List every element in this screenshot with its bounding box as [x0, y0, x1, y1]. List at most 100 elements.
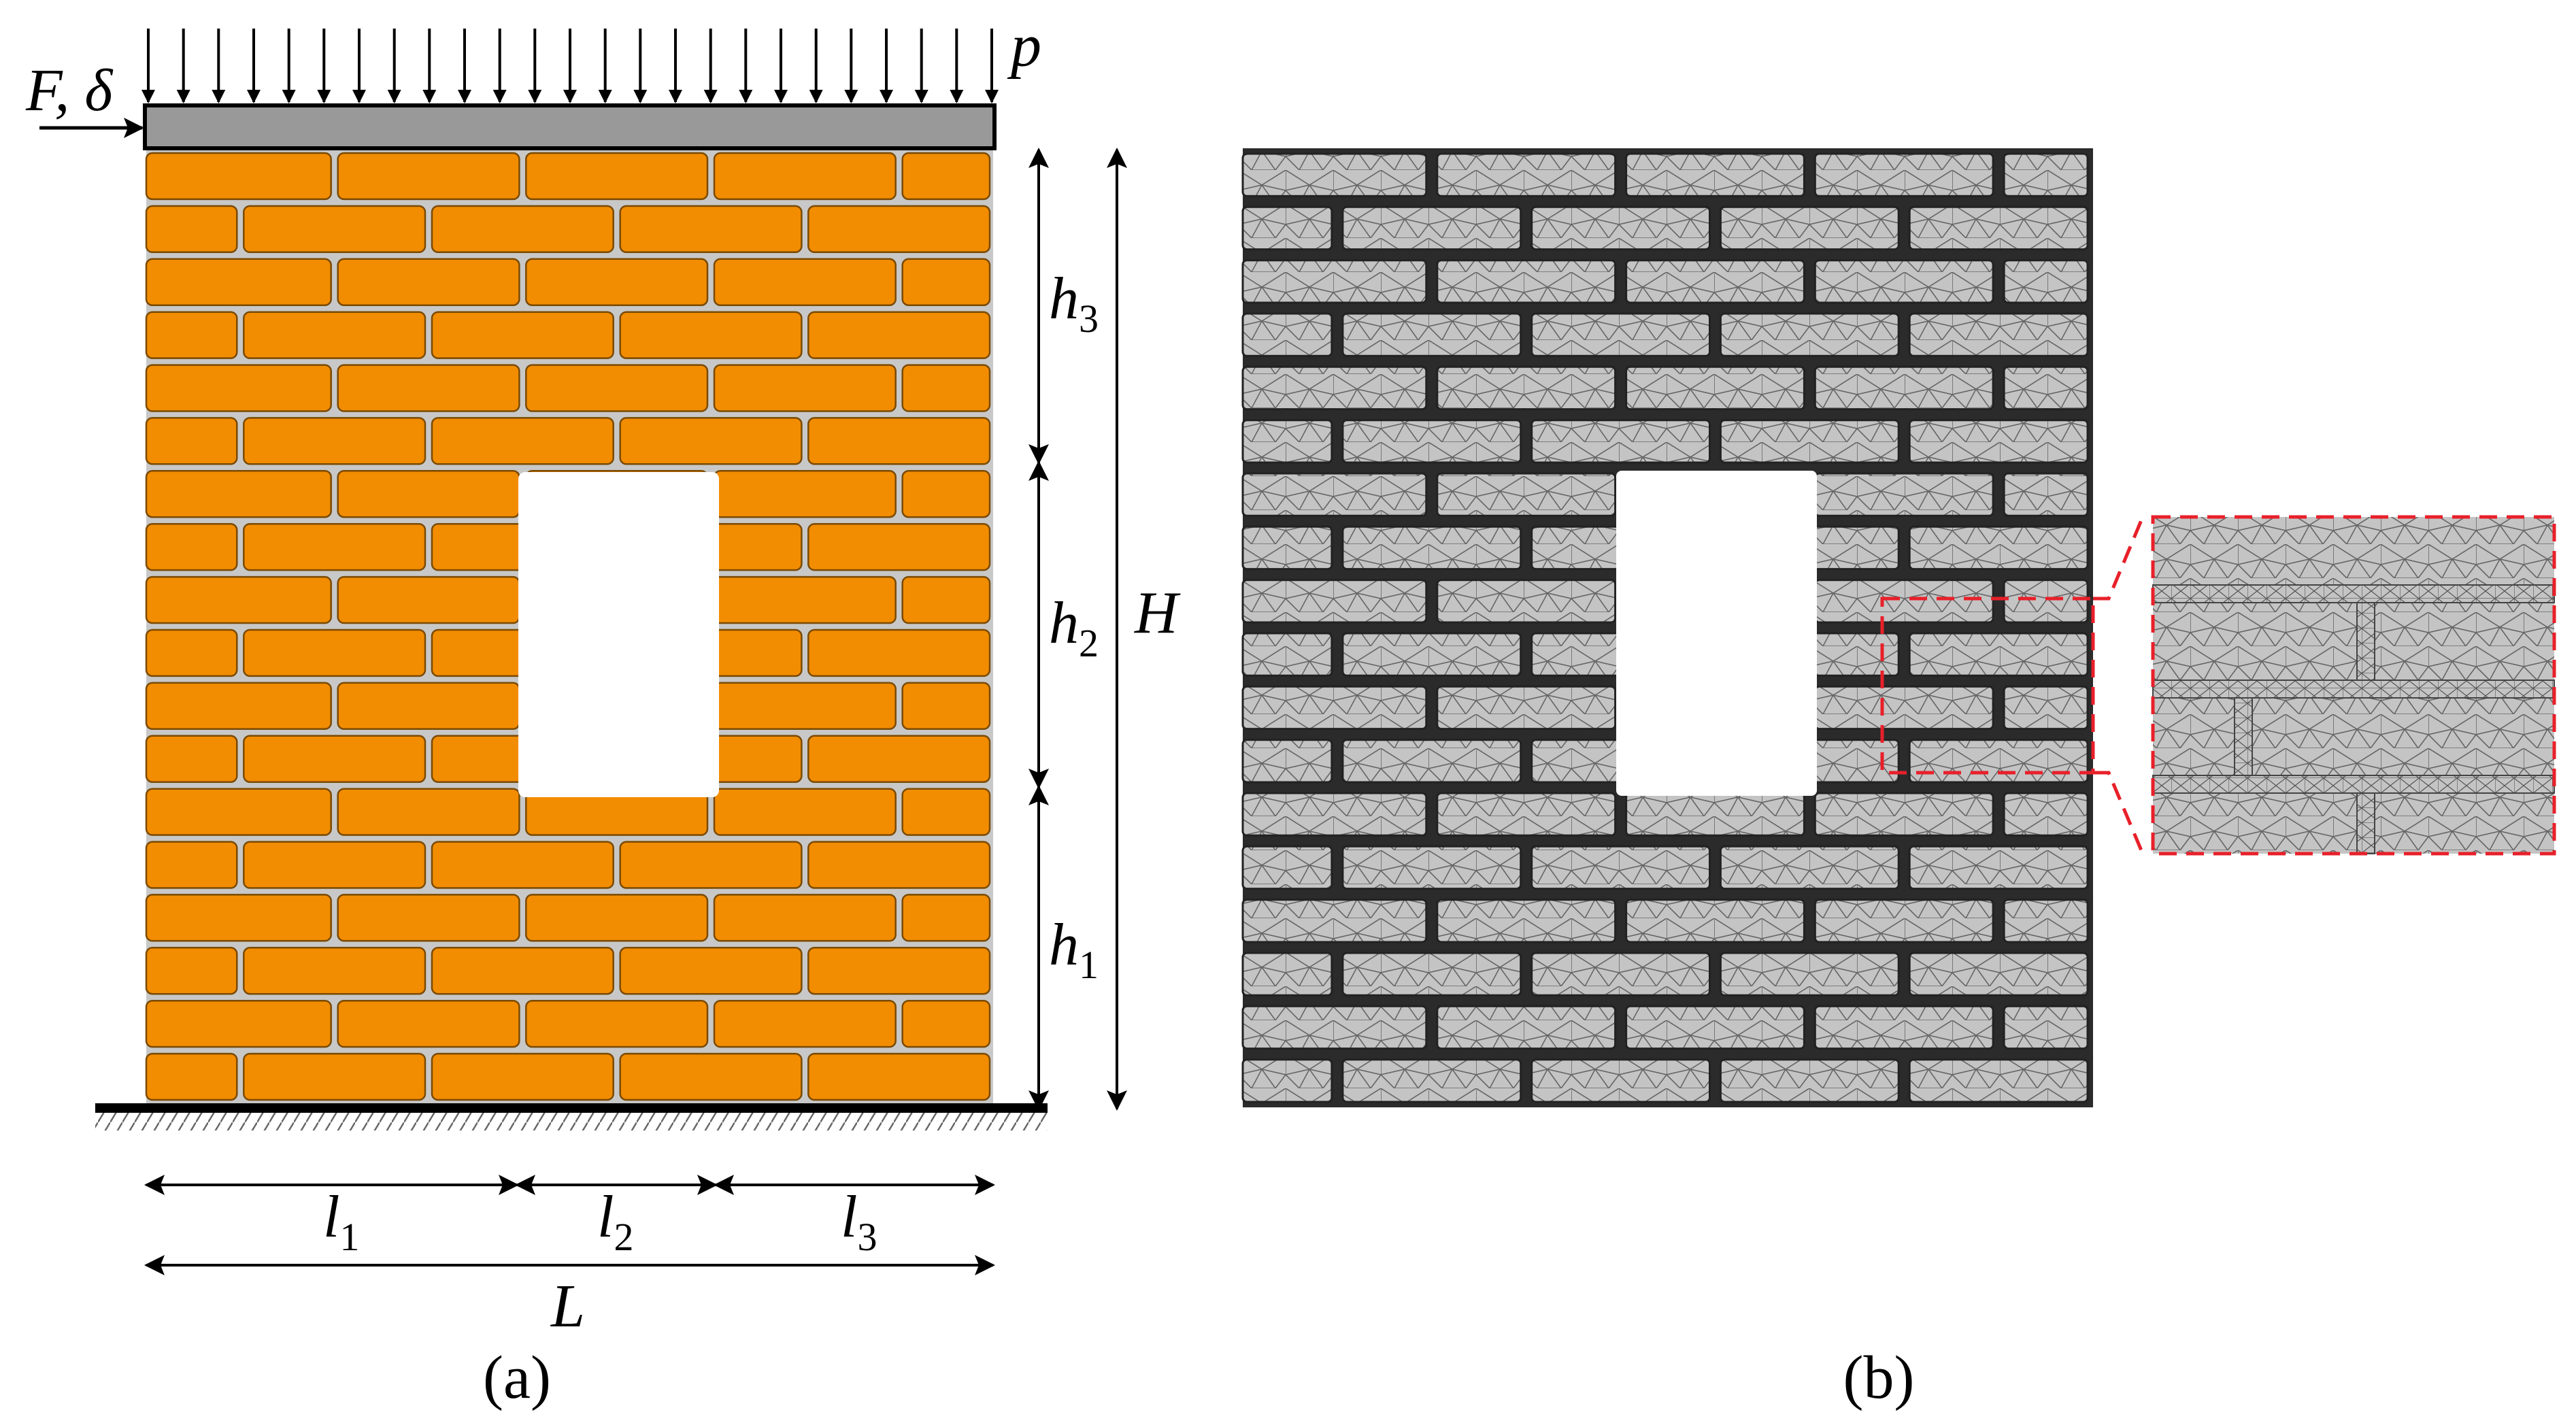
brick — [243, 735, 426, 783]
label-l2: l2 — [597, 1184, 633, 1259]
brick — [713, 894, 897, 942]
zoom-inset — [2151, 515, 2556, 856]
panel-b: (b) — [1241, 148, 2556, 1411]
brick — [619, 205, 803, 254]
brick — [145, 1052, 238, 1101]
brick — [1908, 525, 2089, 571]
brick — [145, 152, 332, 201]
brick — [713, 788, 897, 836]
zoom-connector-top — [2093, 516, 2145, 601]
brick — [1908, 419, 2089, 464]
brick — [619, 1052, 803, 1101]
brick — [431, 947, 614, 995]
brick — [145, 999, 332, 1048]
brick — [1908, 205, 2089, 251]
label-h1: h1 — [1049, 912, 1099, 987]
brick — [145, 311, 238, 359]
brick — [431, 205, 614, 254]
brick — [807, 735, 991, 783]
brick — [713, 152, 897, 201]
brick — [145, 735, 238, 783]
label-h3: h3 — [1049, 266, 1099, 341]
brick — [1241, 579, 1428, 624]
brick — [145, 788, 332, 836]
brick — [1813, 472, 1994, 517]
brick — [525, 364, 709, 412]
brick — [431, 841, 614, 889]
brick — [619, 311, 803, 359]
brick — [713, 575, 897, 624]
brick — [145, 364, 332, 412]
brick — [1530, 419, 1711, 464]
brick — [145, 894, 332, 942]
zoom-connector-bottom — [2093, 771, 2145, 854]
brick — [1530, 1058, 1711, 1103]
brick — [807, 628, 991, 677]
brick — [337, 152, 520, 201]
brick — [1813, 152, 1994, 197]
brick — [145, 841, 238, 889]
panel-a: p F, δ h3 h2 h1 H l1 l2 — [25, 12, 1181, 1411]
brick — [2003, 685, 2089, 731]
brick — [1241, 525, 1333, 571]
brick — [1813, 365, 1994, 411]
brick — [1625, 1005, 1805, 1050]
brick — [1341, 952, 1522, 996]
brick — [1719, 952, 1900, 996]
brick — [243, 1052, 426, 1101]
pressure-label: p — [1007, 12, 1041, 80]
brick — [1530, 312, 1711, 357]
brick — [1241, 845, 1333, 890]
brick — [1436, 259, 1617, 304]
brick — [1241, 259, 1428, 304]
brick — [243, 522, 426, 571]
brick — [1241, 1005, 1428, 1050]
brick — [1241, 419, 1333, 464]
brick — [1241, 365, 1428, 411]
brick — [1241, 1058, 1333, 1103]
brick — [1341, 739, 1522, 784]
brick — [243, 311, 426, 359]
brick — [1719, 845, 1900, 890]
brick — [807, 947, 991, 995]
brick — [525, 894, 709, 942]
brick — [1813, 899, 1994, 943]
brick — [2003, 152, 2089, 197]
brick — [1436, 579, 1617, 624]
brick — [145, 205, 238, 254]
brick — [1241, 792, 1428, 837]
brick — [807, 522, 991, 571]
brick — [1813, 259, 1994, 304]
lateral-load-label: F, δ — [25, 58, 114, 124]
brick — [1719, 312, 1900, 357]
brick — [337, 575, 520, 624]
brick — [1241, 952, 1333, 996]
brick — [1625, 792, 1805, 837]
brick — [145, 522, 238, 571]
brick — [2003, 792, 2089, 837]
brick — [1241, 205, 1333, 251]
brick — [1241, 632, 1333, 677]
brick — [1436, 792, 1617, 837]
brick — [1341, 419, 1522, 464]
brick — [1908, 632, 2089, 677]
ground-hatch — [95, 1110, 1048, 1130]
brick — [1908, 1058, 2089, 1103]
brick — [337, 364, 520, 412]
brick — [1241, 685, 1428, 731]
brick — [1341, 845, 1522, 890]
brick — [145, 947, 238, 995]
brick — [431, 417, 614, 465]
label-l1: l1 — [323, 1184, 359, 1259]
brick — [525, 152, 709, 201]
brick — [807, 841, 991, 889]
brick — [901, 894, 991, 942]
brick — [1908, 845, 2089, 890]
brick — [807, 1052, 991, 1101]
brick — [1241, 152, 1428, 197]
brick — [713, 470, 897, 518]
brick — [1241, 739, 1333, 784]
brick — [1436, 685, 1617, 731]
brick — [901, 999, 991, 1048]
brick — [243, 947, 426, 995]
